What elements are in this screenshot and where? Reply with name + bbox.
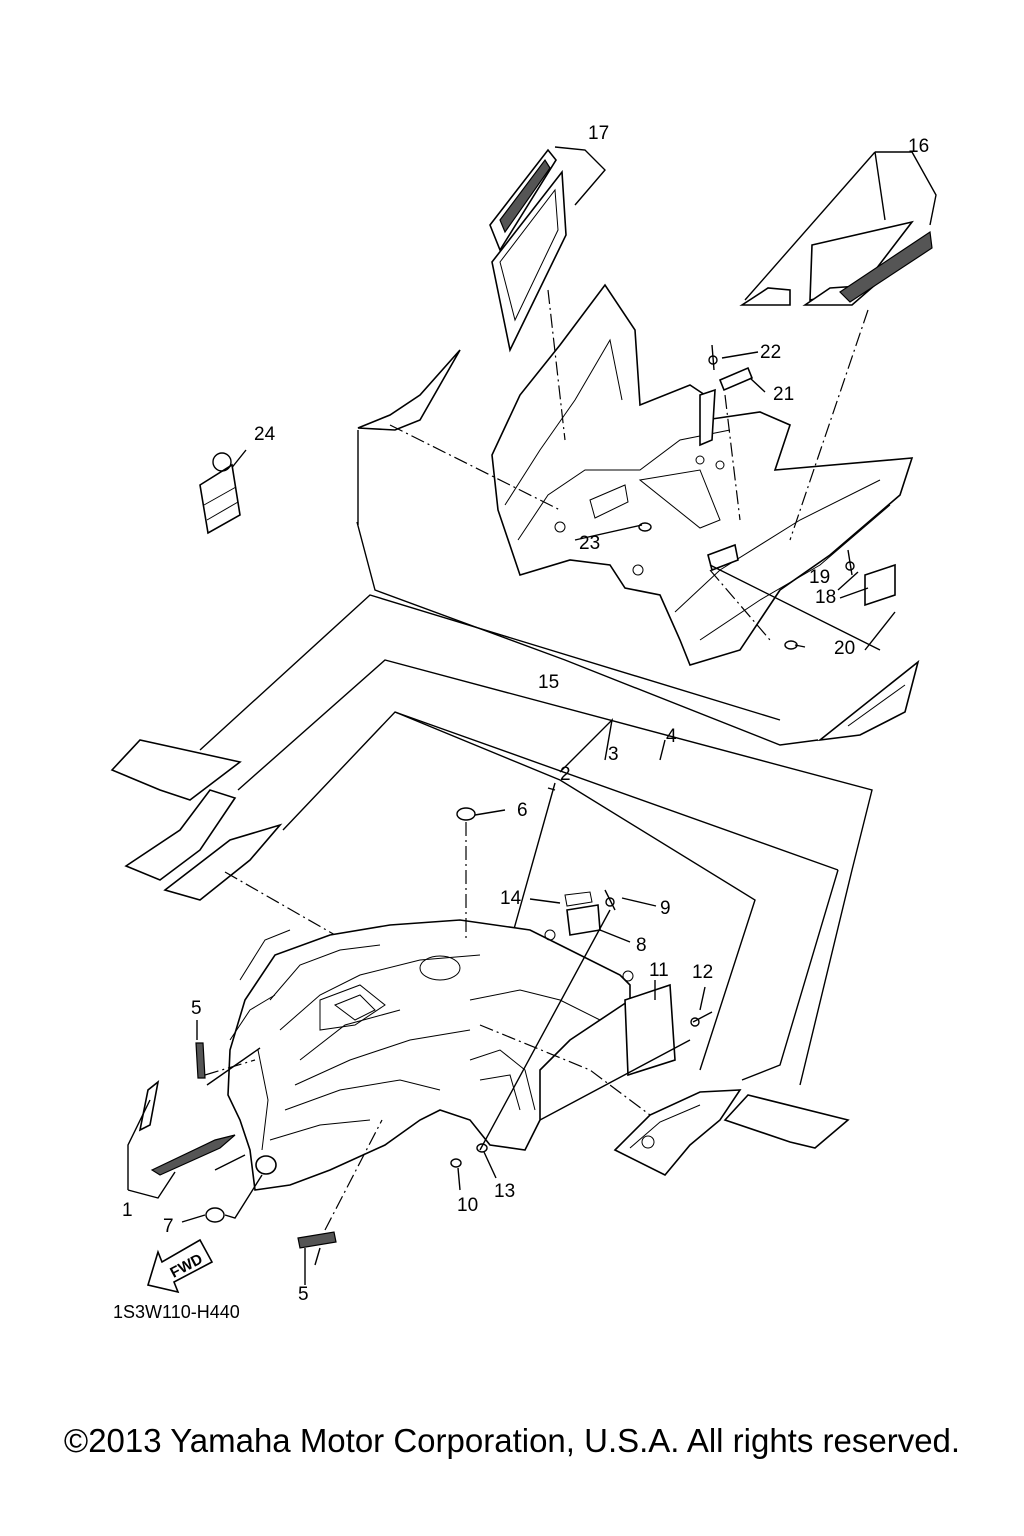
callout-17: 17 (588, 123, 609, 144)
callout-23: 23 (579, 533, 600, 554)
callout-10: 10 (457, 1195, 478, 1216)
fwd-direction-arrow: FWD (146, 1238, 214, 1294)
callout-3: 3 (608, 744, 619, 765)
caution-tag-24 (199, 452, 241, 535)
leader-lines-lower (127, 809, 706, 1285)
copyright-notice: ©2013 Yamaha Motor Corporation, U.S.A. A… (63, 1422, 961, 1459)
callout-15: 15 (538, 672, 559, 693)
callout-13: 13 (494, 1181, 515, 1202)
callout-19: 19 (809, 567, 830, 588)
callout-9: 9 (660, 898, 671, 919)
front-fender-assembly (138, 807, 850, 1249)
callout-5-lower: 5 (298, 1284, 309, 1305)
callout-14: 14 (500, 888, 522, 909)
callout-2: 2 (560, 764, 571, 785)
callout-16: 16 (908, 136, 929, 157)
callout-1: 1 (122, 1200, 133, 1221)
front-decals-left (110, 739, 371, 956)
callout-11: 11 (649, 960, 669, 981)
callout-labels: 1 2 3 4 5 5 6 7 8 9 10 11 12 13 14 15 16… (122, 123, 929, 1305)
drawing-code: 1S3W110-H440 (113, 1302, 240, 1322)
callout-22: 22 (760, 342, 781, 363)
exploded-parts-diagram: FWD 1 2 3 4 5 5 6 7 8 9 10 11 12 13 14 1… (110, 123, 937, 1322)
callout-6: 6 (517, 800, 528, 821)
callout-5-upper: 5 (191, 998, 202, 1019)
rear-fender-assembly (357, 148, 933, 742)
callout-12: 12 (692, 962, 713, 983)
callout-24: 24 (254, 424, 276, 445)
callout-8: 8 (636, 935, 647, 956)
callout-4: 4 (666, 726, 677, 747)
callout-21: 21 (773, 384, 794, 405)
callout-18: 18 (815, 587, 836, 608)
leader-lines-upper (229, 146, 937, 746)
callout-7: 7 (163, 1216, 174, 1237)
callout-20: 20 (834, 638, 855, 659)
